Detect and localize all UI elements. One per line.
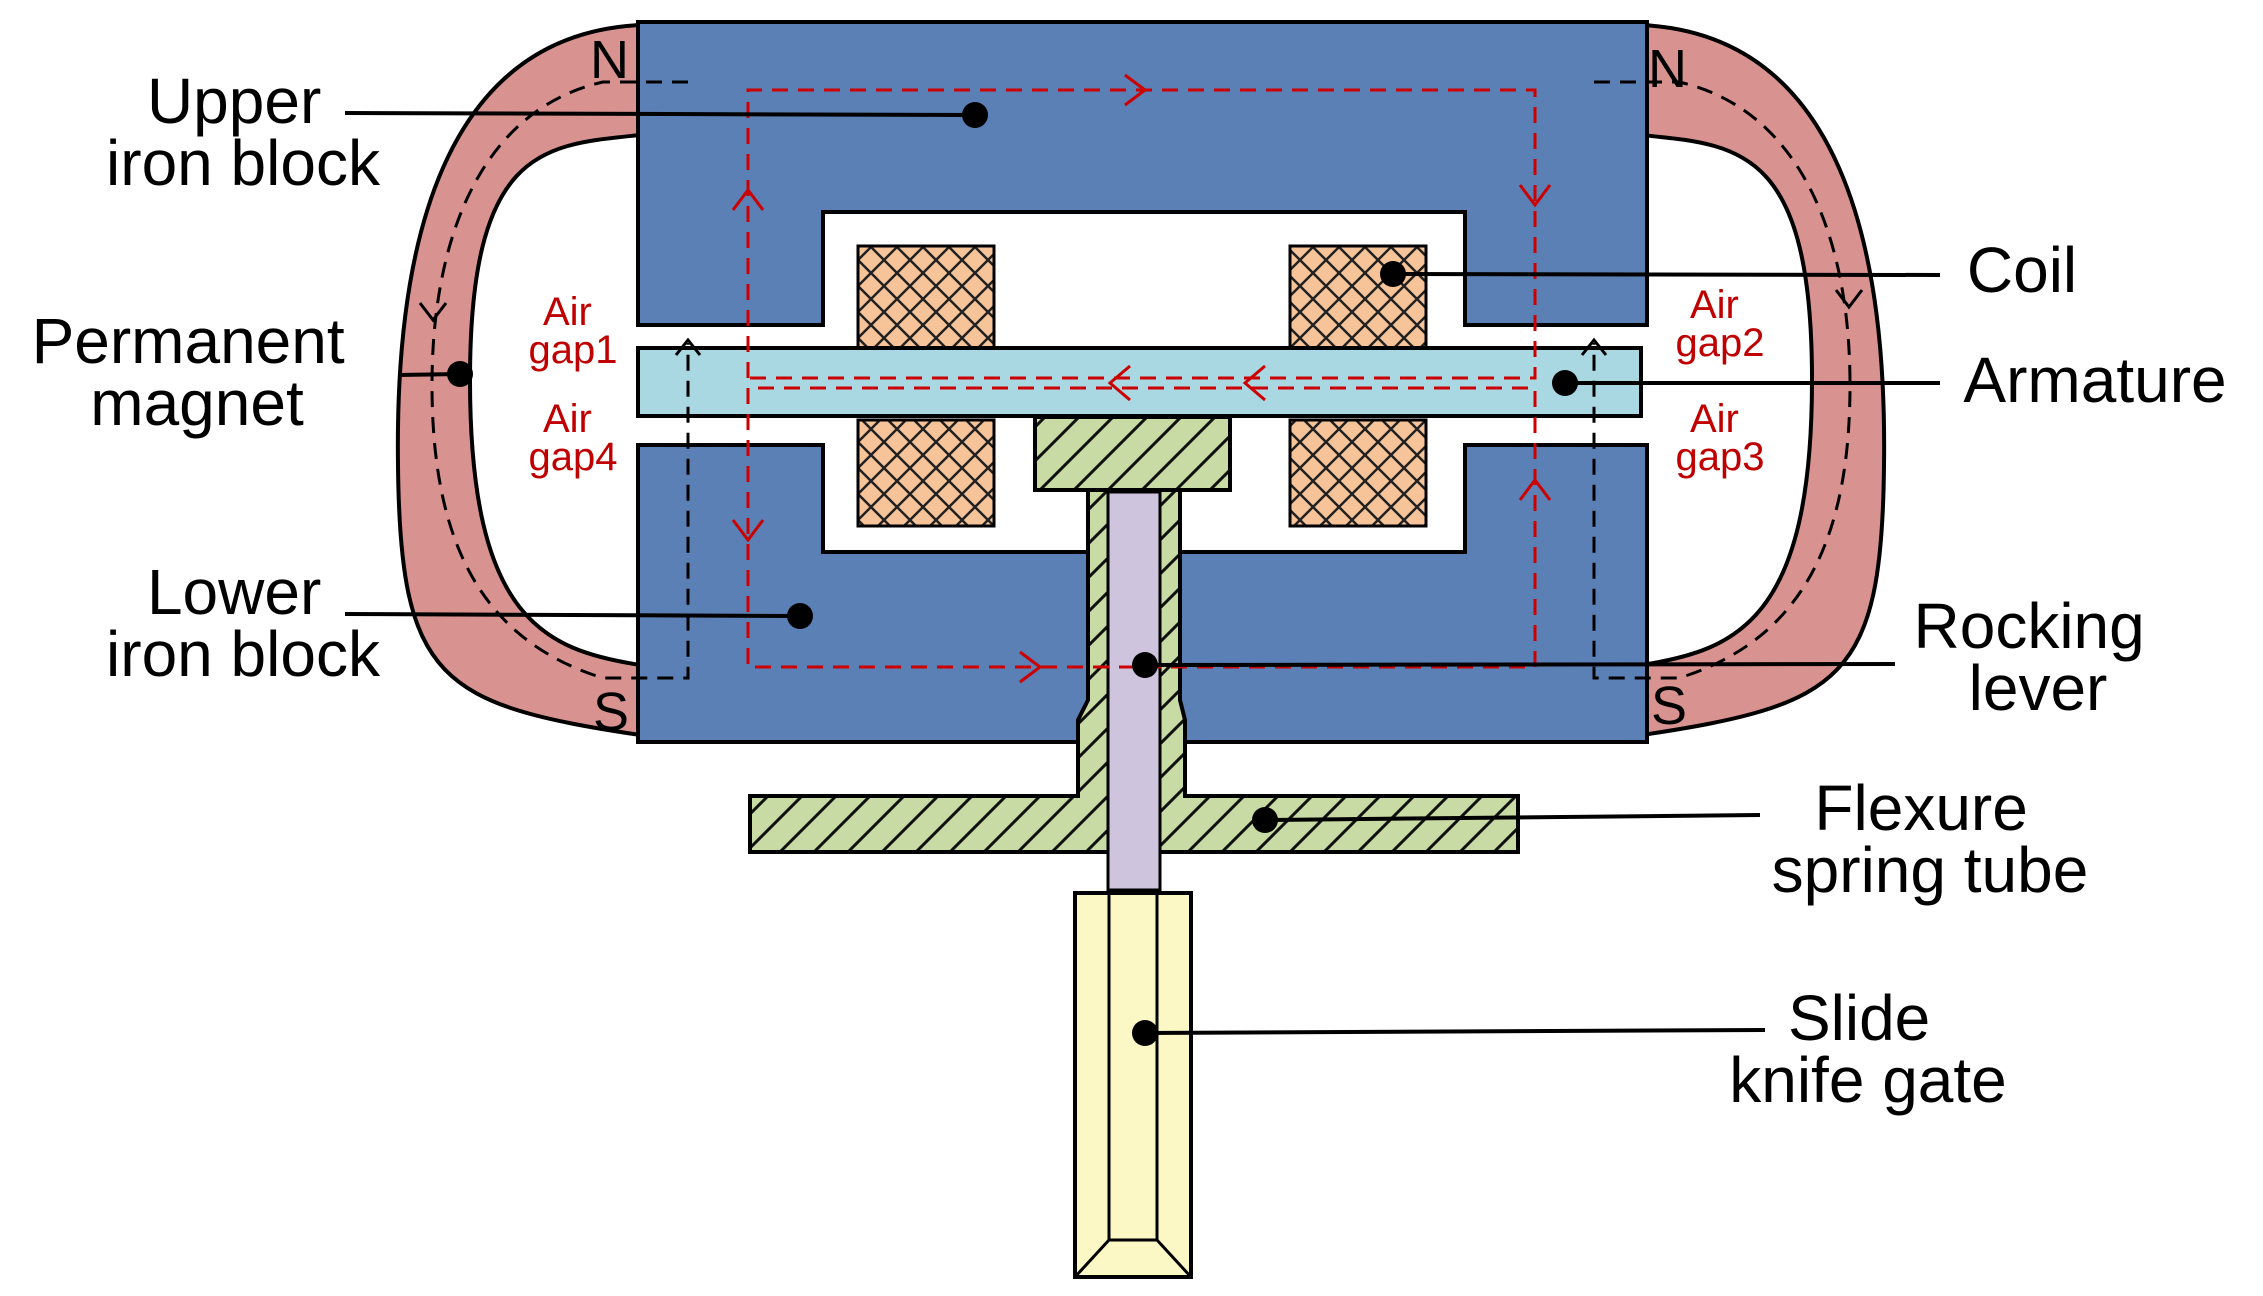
spring-tube-top-block <box>1033 415 1232 492</box>
permanent-magnet-left <box>395 22 642 738</box>
lower-iron-block-label: Lower iron block <box>106 556 381 690</box>
armature <box>636 346 1643 418</box>
slide-knife-gate <box>1073 891 1193 1279</box>
rocking-lever-label: Rocking lever <box>1914 590 2163 724</box>
magnet-flux-path <box>430 80 1852 680</box>
pole-label-right-s: S <box>1651 676 1687 736</box>
air-gap1-label: Air gap1 <box>529 290 618 372</box>
flexure-spring-tube-label: Flexure spring tube <box>1772 772 2089 906</box>
coil-lower-left <box>856 418 996 528</box>
coil-upper-left <box>856 244 996 354</box>
control-flux-path <box>746 88 1537 669</box>
armature-label: Armature <box>1963 344 2226 416</box>
permanent-magnet-right <box>1640 22 1887 738</box>
air-gap2-label: Air gap2 <box>1676 283 1765 365</box>
permanent-magnet-label: Permanent magnet <box>32 305 363 439</box>
coil-label: Coil <box>1967 234 2077 306</box>
upper-iron-block <box>636 20 1649 327</box>
pole-label-left-n: N <box>590 30 629 90</box>
leader-dots <box>447 102 1578 1046</box>
air-gap3-label: Air gap3 <box>1676 397 1765 479</box>
slide-knife-gate-label: Slide knife gate <box>1729 982 2007 1116</box>
coil-upper-right <box>1288 244 1428 354</box>
coil-lower-right <box>1288 418 1428 528</box>
air-gap4-label: Air gap4 <box>529 397 618 479</box>
rocking-lever <box>1106 490 1162 892</box>
upper-iron-block-label: Upper iron block <box>106 65 381 199</box>
control-flux-arrows <box>731 73 1552 684</box>
pole-label-right-n: N <box>1648 39 1687 99</box>
magnet-flux-arrows <box>418 289 1864 356</box>
pole-label-left-s: S <box>593 682 629 742</box>
leader-lines <box>344 111 1941 1035</box>
